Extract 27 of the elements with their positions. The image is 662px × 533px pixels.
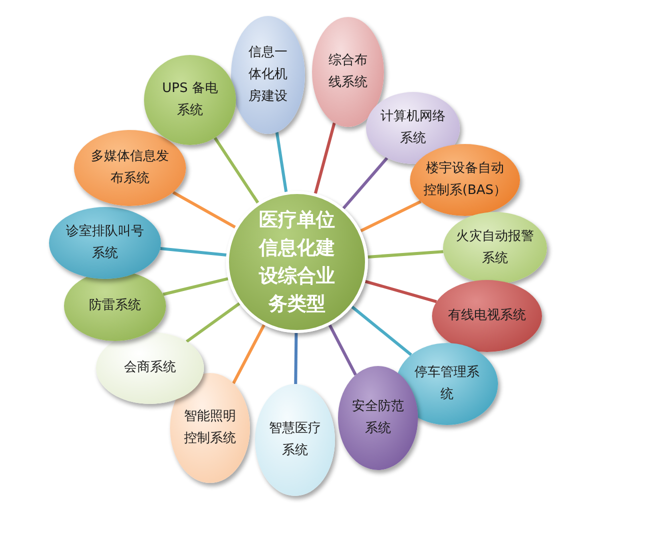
ellipse-node: 信息一体化机房建设 <box>231 16 305 134</box>
ellipse-node: 诊室排队叫号系统 <box>49 207 161 279</box>
ellipse-node: UPS 备电系统 <box>144 55 236 145</box>
connector-line <box>232 324 266 384</box>
ellipse-node: 有线电视系统 <box>432 280 542 352</box>
connector-line <box>314 122 336 194</box>
center-circle: 医疗单位信息化建设综合业务类型 <box>226 191 368 333</box>
ellipse-node: 多媒体信息发布系统 <box>74 130 186 206</box>
connector-line <box>328 324 357 376</box>
ellipse-node: 会商系统 <box>96 332 204 404</box>
connector-line <box>351 306 412 356</box>
connector-line <box>214 136 260 204</box>
connector-line <box>368 250 444 258</box>
ellipse-node: 火灾自动报警系统 <box>443 212 547 284</box>
ellipse-node: 智能照明控制系统 <box>170 373 250 483</box>
connector-line <box>162 277 228 296</box>
connector-line <box>275 132 288 192</box>
connector-line <box>160 246 226 256</box>
ellipse-node: 楼宇设备自动控制系(BAS） <box>410 144 520 216</box>
connector-line <box>360 200 422 232</box>
ellipse-node: 防雷系统 <box>64 271 166 341</box>
connector-line <box>294 332 298 384</box>
connector-line <box>342 157 388 210</box>
connector-line <box>186 302 240 343</box>
ellipse-node: 智慧医疗系统 <box>255 384 335 496</box>
connector-line <box>172 190 236 228</box>
connector-line <box>364 280 437 304</box>
